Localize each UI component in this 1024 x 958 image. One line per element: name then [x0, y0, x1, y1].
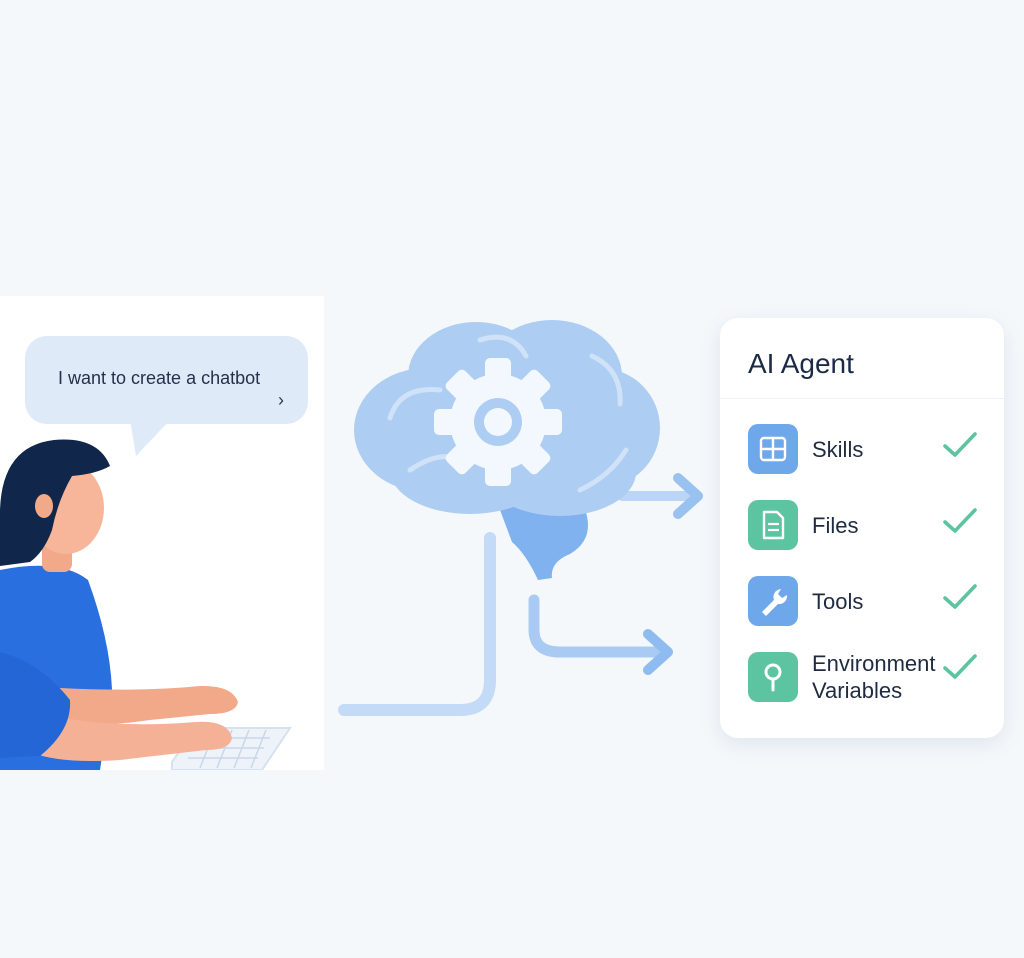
ai-brain-flow — [338, 320, 703, 716]
agent-item-label: Skills — [812, 437, 864, 462]
layout-grid-icon — [748, 424, 798, 474]
person-typing-illustration — [0, 439, 292, 770]
key-icon — [748, 652, 798, 702]
card-divider — [720, 398, 1004, 399]
agent-item-label: Tools — [812, 589, 864, 614]
agent-item-label: Files — [812, 513, 859, 538]
chat-message: I want to create a chatbot — [58, 368, 261, 388]
chevron-right-icon: › — [278, 390, 284, 410]
agent-item-skills[interactable]: Skills — [748, 424, 988, 476]
agent-item-tools[interactable]: Tools — [748, 576, 988, 628]
wrench-icon — [748, 576, 798, 626]
check-icon — [943, 654, 977, 679]
agent-title: AI Agent — [748, 348, 854, 379]
agent-item-environment-variables[interactable]: Environment Variables — [748, 651, 988, 704]
speech-bubble-tail — [130, 420, 170, 456]
document-icon — [748, 500, 798, 550]
speech-bubble — [25, 336, 308, 424]
check-icon — [943, 432, 977, 457]
agent-item-files[interactable]: Files — [748, 500, 988, 552]
check-icon — [943, 584, 977, 609]
agent-item-label: Environment Variables — [812, 651, 936, 703]
check-icon — [943, 508, 977, 533]
ai-agent-card: AI Agent Skills — [720, 318, 1004, 738]
gear-icon — [434, 358, 562, 486]
